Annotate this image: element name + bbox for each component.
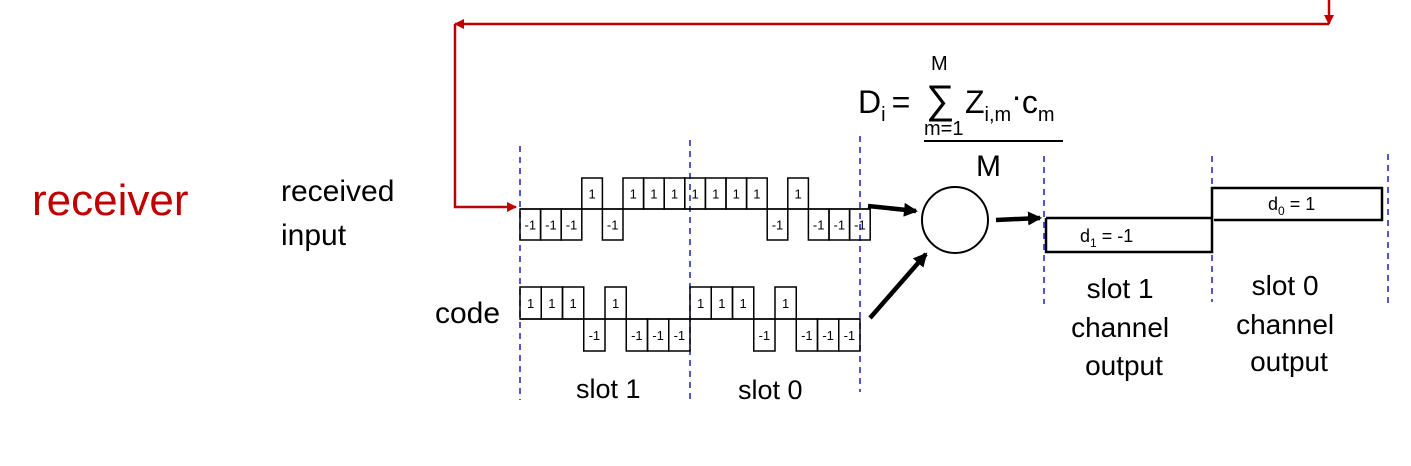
received-label-line2: input bbox=[281, 219, 347, 252]
formula-sum-lower: m=1 bbox=[924, 118, 963, 140]
received-chip-label: 1 bbox=[712, 187, 719, 202]
code-chip-label: -1 bbox=[631, 328, 643, 343]
code-chip-label: -1 bbox=[844, 328, 856, 343]
output-slot1-label: slot 1 channel output bbox=[1071, 273, 1177, 381]
code-chip-label: 1 bbox=[548, 296, 555, 311]
formula-code: c bbox=[1022, 84, 1038, 120]
despreading-formula: Di = M ∑ m=1 Zi,m·cm M bbox=[858, 53, 1063, 183]
formula-lhs: D bbox=[858, 84, 881, 120]
output-slot0-label: slot 0 channel output bbox=[1236, 270, 1342, 377]
slot0-label: slot 0 bbox=[738, 375, 803, 405]
code-chip-label: 1 bbox=[527, 296, 534, 311]
received-chip-label: -1 bbox=[525, 218, 537, 233]
code-chip-label: -1 bbox=[652, 328, 664, 343]
received-chip-label: 1 bbox=[671, 187, 678, 202]
output-arrow bbox=[995, 211, 1042, 226]
formula-equals: = bbox=[892, 84, 911, 120]
received-chip-label: 1 bbox=[650, 187, 657, 202]
code-chip-label: -1 bbox=[759, 328, 771, 343]
formula-sum-upper: M bbox=[931, 53, 948, 75]
svg-text:Zi,m·cm: Zi,m·cm bbox=[965, 78, 1055, 126]
code-chip-label: 1 bbox=[782, 296, 789, 311]
formula-term: Z bbox=[965, 84, 985, 120]
output-waveform: d1 = -1 d0 = 1 bbox=[1044, 186, 1384, 254]
received-chip-label: 1 bbox=[691, 187, 698, 202]
code-label: code bbox=[435, 297, 500, 330]
formula-dot: · bbox=[1011, 78, 1022, 114]
svg-text:Di=: Di = bbox=[858, 84, 910, 126]
received-chip-label: 1 bbox=[588, 187, 595, 202]
code-chip-label: -1 bbox=[589, 328, 601, 343]
received-chip-label: 1 bbox=[733, 187, 740, 202]
code-chip-label: -1 bbox=[822, 328, 834, 343]
received-chip-label: 1 bbox=[794, 187, 801, 202]
received-chip-label: -1 bbox=[854, 218, 866, 233]
code-chip-label: 1 bbox=[697, 296, 704, 311]
d0-value: d0 = 1 bbox=[1268, 194, 1315, 218]
received-chip-label: 1 bbox=[753, 187, 760, 202]
received-arrow bbox=[867, 202, 918, 217]
received-label-line1: received bbox=[281, 175, 394, 208]
receiver-title: receiver bbox=[32, 176, 189, 225]
received-chip-label: -1 bbox=[607, 218, 619, 233]
code-chip-label: 1 bbox=[718, 296, 725, 311]
code-chip-label: -1 bbox=[674, 328, 686, 343]
code-chip-label: 1 bbox=[740, 296, 747, 311]
code-chip-label: 1 bbox=[570, 296, 577, 311]
slot1-label: slot 1 bbox=[576, 374, 641, 404]
code-arrow bbox=[868, 252, 928, 320]
formula-code-sub: m bbox=[1038, 104, 1055, 126]
code-chip-label: 1 bbox=[612, 296, 619, 311]
formula-sum-symbol: ∑ bbox=[926, 78, 955, 122]
formula-lhs-sub: i bbox=[881, 104, 885, 126]
multiplier-circle bbox=[921, 186, 989, 254]
received-chip-label: -1 bbox=[545, 218, 557, 233]
code-chip-label: -1 bbox=[801, 328, 813, 343]
feedback-arrow bbox=[453, 0, 1334, 212]
received-chip-label: -1 bbox=[566, 218, 578, 233]
formula-term-sub: i,m bbox=[985, 104, 1012, 126]
received-chip-label: -1 bbox=[813, 218, 825, 233]
received-chip-label: -1 bbox=[834, 218, 846, 233]
formula-denominator: M bbox=[976, 150, 1001, 183]
d1-value: d1 = -1 bbox=[1080, 226, 1133, 250]
received-chip-label: -1 bbox=[772, 218, 784, 233]
received-chip-label: 1 bbox=[630, 187, 637, 202]
